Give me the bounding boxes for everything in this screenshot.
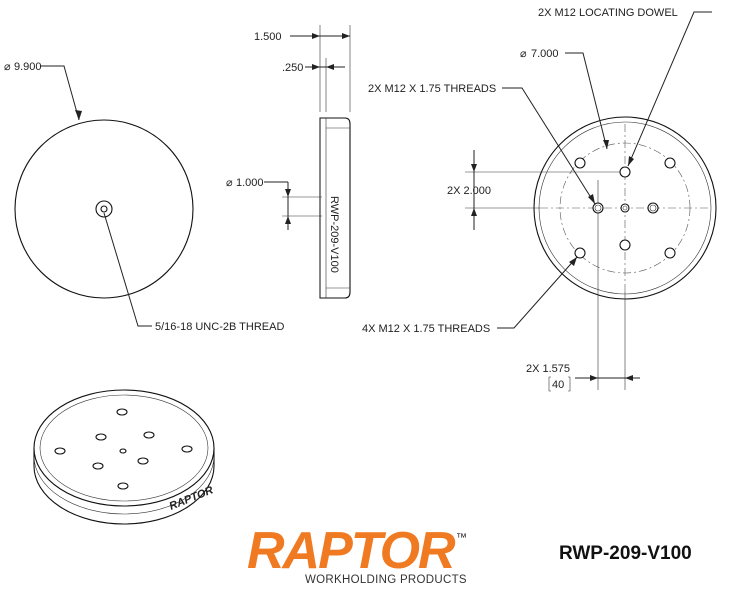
offset-metric-label: 40: [552, 379, 564, 391]
spacing-label: 2X 2.000: [447, 185, 491, 197]
isometric-view: RAPTOR: [33, 389, 215, 525]
thread-hole-left: [592, 202, 604, 214]
iso-hole-center: [119, 448, 127, 454]
thread-hole-bottom-right: [664, 247, 676, 259]
threads-2x-arrowhead: [588, 194, 595, 204]
front-view: ⌀ 9.900 5/16-18 UNC-2B THREAD: [4, 61, 284, 333]
top-view: 2X M12 LOCATING DOWEL ⌀ 7.000 2X M12 X 1…: [362, 7, 717, 392]
brand-trademark: ™: [456, 532, 467, 544]
iso-hole-1: [116, 408, 128, 416]
iso-hole-2: [54, 447, 66, 455]
thread-hole-bottom-left: [574, 247, 586, 259]
part-number: RWP-209-V100: [559, 543, 692, 564]
iso-top-face: [33, 389, 215, 507]
threads-4x-arrowhead: [569, 257, 577, 266]
iso-hole-4: [143, 431, 155, 439]
dowel-label: 2X M12 LOCATING DOWEL: [538, 7, 678, 19]
bolt-circle-label: 7.000: [531, 48, 559, 60]
top-center-hole-inner: [622, 205, 628, 211]
diameter-leader: [40, 65, 80, 121]
dowel-hole-bottom: [619, 239, 631, 251]
thread-hole-top-right: [664, 157, 676, 169]
thickness-arrows: [312, 33, 350, 39]
side-edge-engraving: RWP-209-V100: [328, 196, 340, 273]
dowel-hole-top: [619, 166, 631, 178]
front-thread-label: 5/16-18 UNC-2B THREAD: [155, 321, 284, 333]
brand-name: RAPTOR: [247, 522, 456, 580]
thread-hole-right: [647, 202, 659, 214]
threads-2x-label: 2X M12 X 1.75 THREADS: [368, 83, 496, 95]
thread-hole-left-inner: [594, 204, 602, 212]
threads-2x-leader: [502, 87, 596, 205]
iso-top-chamfer: [39, 394, 209, 502]
bolt-circle-diameter-symbol: ⌀: [520, 48, 527, 60]
front-center-thread-hole: [100, 205, 108, 213]
iso-hole-6: [137, 457, 149, 465]
thread-hole-top-left: [574, 157, 586, 169]
side-plate-outline: [319, 117, 351, 299]
lip-label: .250: [282, 62, 303, 74]
dowel-leader: [627, 11, 712, 167]
threads-4x-leader: [497, 256, 578, 329]
iso-hole-7: [181, 445, 193, 453]
thread-leader: [103, 212, 152, 327]
thickness-label: 1.500: [254, 31, 282, 43]
iso-hole-5: [92, 462, 104, 470]
iso-chamfer-line: [33, 455, 215, 515]
offset-label: 2X 1.575: [526, 363, 570, 375]
threads-4x-label: 4X M12 X 1.75 THREADS: [362, 323, 490, 335]
bore-label: 1.000: [236, 177, 264, 189]
dowel-arrowhead: [628, 156, 634, 166]
bore-arrows: [285, 189, 291, 224]
brand-tagline: WORKHOLDING PRODUCTS: [305, 574, 467, 586]
brand-logo: RAPTOR ™ WORKHOLDING PRODUCTS: [247, 522, 467, 586]
lip-arrows: [312, 64, 334, 70]
diameter-arrowhead: [75, 110, 82, 120]
offset-metric-brackets: [548, 376, 571, 392]
bore-diameter-symbol: ⌀: [226, 177, 233, 189]
side-view: RWP-209-V100 1.500 .250 ⌀ 1.000: [226, 25, 351, 299]
iso-hole-3: [95, 433, 107, 441]
bolt-circle-leader: [565, 52, 608, 150]
iso-hole-8: [117, 482, 129, 490]
top-center-hole: [620, 203, 630, 213]
front-diameter-label: 9.900: [14, 61, 42, 73]
front-diameter-symbol: ⌀: [4, 61, 11, 73]
bolt-circle-arrowhead: [603, 140, 609, 149]
thread-hole-right-inner: [649, 204, 657, 212]
